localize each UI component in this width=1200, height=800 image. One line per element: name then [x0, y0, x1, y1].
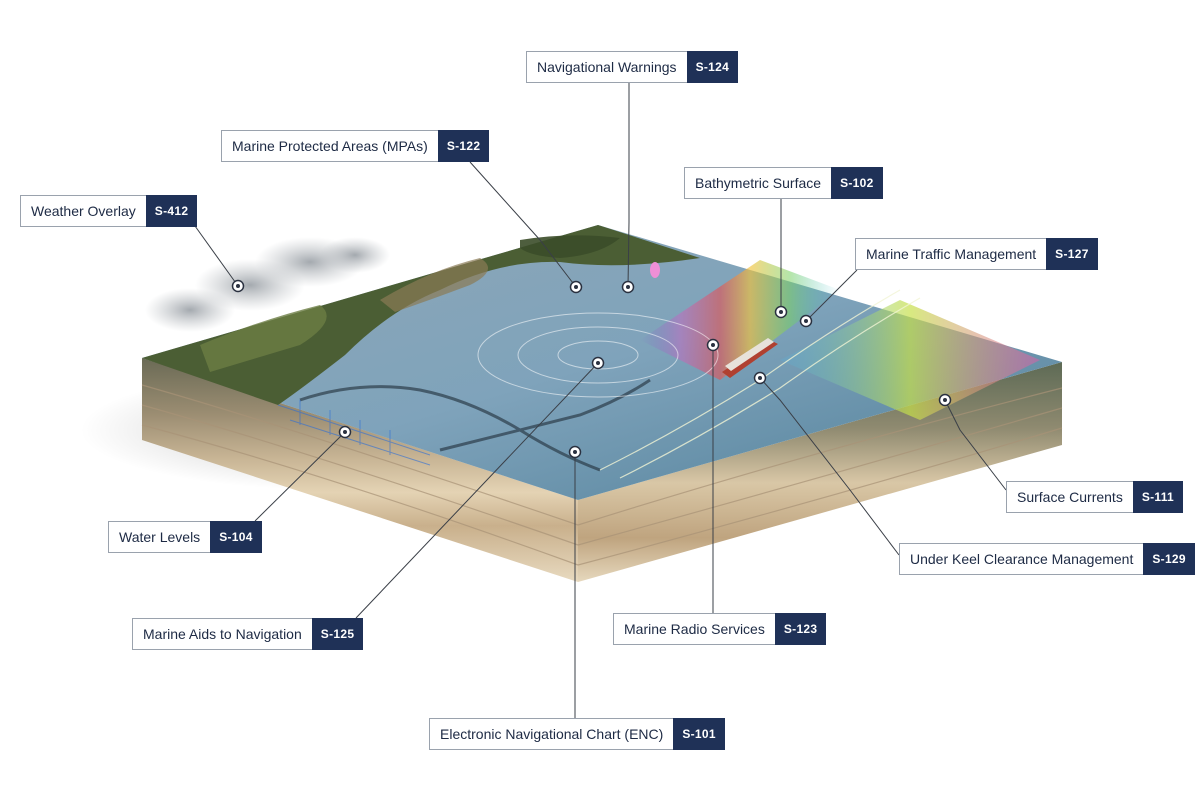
leader-line	[355, 362, 599, 619]
location-marker-dot	[343, 430, 347, 434]
callout-label: Navigational Warnings	[526, 51, 687, 83]
callout-label: Water Levels	[108, 521, 211, 553]
callout-label: Electronic Navigational Chart (ENC)	[429, 718, 674, 750]
callout-label: Bathymetric Surface	[684, 167, 832, 199]
location-marker-dot	[758, 376, 762, 380]
callout-weather-overlay[interactable]: Weather Overlay S-412	[20, 195, 198, 227]
callout-code: S-123	[774, 613, 827, 645]
callout-marine-radio-services[interactable]: Marine Radio Services S-123	[613, 613, 827, 645]
callout-marine-protected-areas[interactable]: Marine Protected Areas (MPAs) S-122	[221, 130, 490, 162]
callout-code: S-101	[673, 718, 725, 750]
callout-code: S-412	[145, 195, 198, 227]
location-marker-dot	[943, 398, 947, 402]
location-marker-dot	[573, 450, 577, 454]
location-marker-dot	[711, 343, 715, 347]
callout-water-levels[interactable]: Water Levels S-104	[108, 521, 262, 553]
land-mass	[142, 225, 700, 405]
callout-label: Weather Overlay	[20, 195, 146, 227]
location-marker-dot	[804, 319, 808, 323]
weather-cloud	[145, 237, 390, 332]
callout-code: S-122	[437, 130, 490, 162]
leader-line	[254, 431, 346, 522]
callout-marine-aids-to-navigation[interactable]: Marine Aids to Navigation S-125	[132, 618, 364, 650]
right-cross-section	[578, 362, 1062, 582]
leader-line	[759, 377, 900, 556]
callout-label: Marine Radio Services	[613, 613, 775, 645]
callout-code: S-129	[1143, 543, 1195, 575]
callout-label: Surface Currents	[1006, 481, 1133, 513]
location-marker-dot	[779, 310, 783, 314]
callout-marine-traffic-management[interactable]: Marine Traffic Management S-127	[855, 238, 1098, 270]
callout-code: S-124	[686, 51, 739, 83]
callout-bathymetric-surface[interactable]: Bathymetric Surface S-102	[684, 167, 883, 199]
callout-navigational-warnings[interactable]: Navigational Warnings S-124	[526, 51, 739, 83]
location-marker-dot	[596, 361, 600, 365]
callout-label: Marine Traffic Management	[855, 238, 1047, 270]
callout-surface-currents[interactable]: Surface Currents S-111	[1006, 481, 1184, 513]
callout-code: S-111	[1132, 481, 1184, 513]
callout-under-keel-clearance-management[interactable]: Under Keel Clearance Management S-129	[899, 543, 1195, 575]
leader-line	[805, 269, 858, 322]
callout-code: S-125	[311, 618, 364, 650]
callout-electronic-navigational-chart[interactable]: Electronic Navigational Chart (ENC) S-10…	[429, 718, 725, 750]
callout-label: Under Keel Clearance Management	[899, 543, 1144, 575]
leader-line	[944, 399, 1007, 491]
leader-line	[469, 161, 577, 288]
location-marker-dot	[574, 285, 578, 289]
leader-lines	[194, 82, 1007, 718]
ship	[722, 338, 778, 378]
callout-code: S-104	[210, 521, 262, 553]
callout-code: S-102	[831, 167, 883, 199]
leader-line	[627, 82, 630, 288]
callout-label: Marine Protected Areas (MPAs)	[221, 130, 438, 162]
callout-code: S-127	[1046, 238, 1098, 270]
location-marker-dot	[236, 284, 240, 288]
location-marker-dot	[626, 285, 630, 289]
callout-label: Marine Aids to Navigation	[132, 618, 312, 650]
leader-line	[194, 225, 239, 287]
